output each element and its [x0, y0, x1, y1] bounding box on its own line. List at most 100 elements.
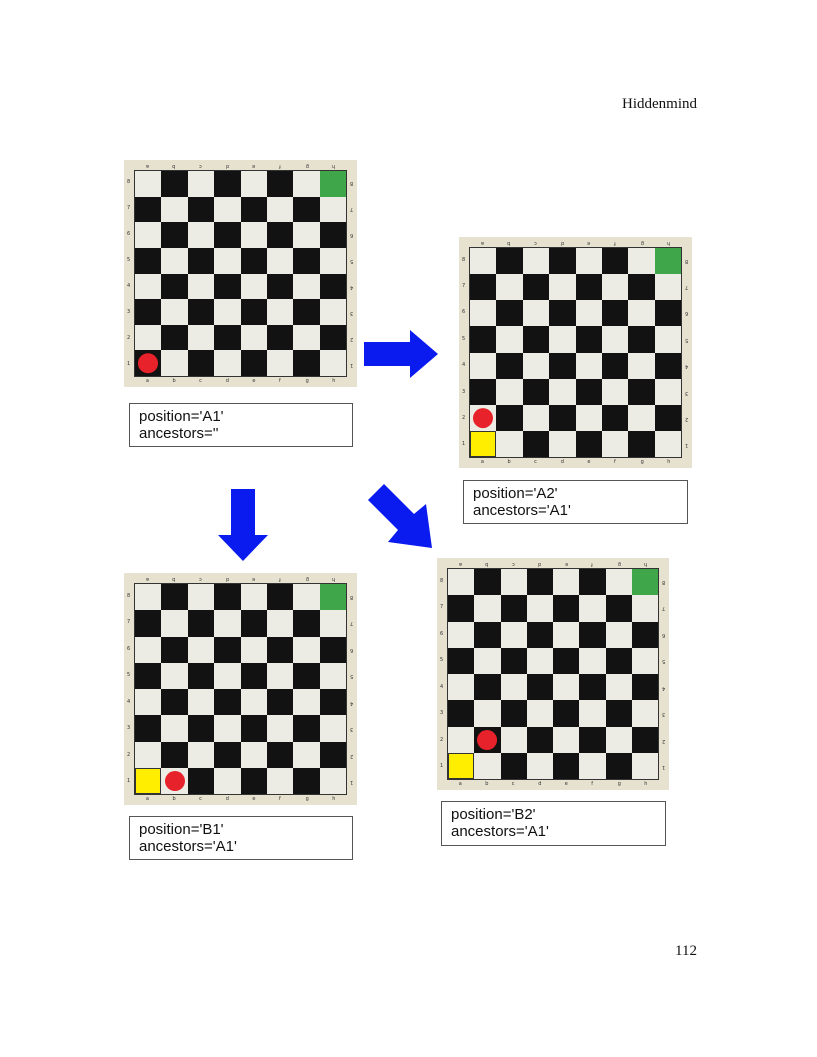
file-label: e [252, 796, 256, 802]
file-label-top: h [644, 561, 648, 567]
square-c6 [500, 621, 527, 648]
square-g7 [293, 196, 320, 223]
rank-label: 2 [462, 414, 466, 421]
square-g5 [293, 662, 320, 689]
square-b4 [161, 689, 188, 716]
square-c5 [187, 662, 215, 689]
square-e3 [240, 299, 267, 325]
square-b3 [161, 715, 188, 742]
rank-label: 4 [462, 362, 466, 369]
state-caption-b1: position='B1' ancestors='A1' [129, 816, 353, 860]
goal-square-h8 [319, 584, 346, 611]
square-c5 [500, 647, 527, 674]
square-b4 [474, 674, 501, 701]
rank-label: 4 [440, 683, 444, 690]
square-b6 [474, 621, 501, 648]
square-g8 [605, 569, 632, 596]
square-e2 [240, 741, 267, 768]
square-h1 [319, 767, 346, 794]
square-d4 [214, 689, 241, 716]
square-c8 [187, 584, 215, 611]
square-e2 [575, 404, 602, 431]
square-d4 [526, 674, 553, 701]
rank-label: 6 [462, 309, 466, 316]
square-g6 [293, 222, 320, 248]
rank-label-right: 4 [350, 699, 354, 706]
square-f4 [579, 674, 606, 701]
square-c7 [187, 196, 215, 223]
square-b2 [496, 404, 523, 431]
square-e1 [240, 767, 267, 794]
rank-label-right: 1 [350, 361, 354, 368]
square-g3 [293, 715, 320, 742]
file-label-top: f [278, 163, 281, 169]
square-b1 [161, 350, 188, 376]
square-a3 [135, 715, 162, 742]
file-label: h [332, 796, 336, 802]
square-g2 [293, 741, 320, 768]
square-e7 [575, 274, 602, 301]
file-label: a [145, 378, 149, 384]
file-label-top: c [199, 163, 202, 169]
square-h5 [654, 326, 681, 353]
square-h7 [654, 274, 681, 301]
rank-label-right: 2 [662, 737, 666, 744]
square-a1 [135, 350, 162, 376]
square-h7 [319, 610, 346, 637]
rank-label-right: 4 [685, 363, 689, 370]
rank-label: 8 [127, 179, 131, 186]
square-f7 [266, 196, 294, 223]
square-e5 [575, 326, 602, 353]
square-h5 [631, 647, 658, 674]
square-c7 [522, 274, 550, 301]
square-e4 [575, 352, 602, 379]
square-a5 [470, 326, 497, 353]
square-e6 [240, 222, 267, 248]
square-g4 [605, 674, 632, 701]
square-b8 [161, 171, 188, 197]
state-caption-b2: position='B2' ancestors='A1' [441, 801, 666, 846]
square-c4 [522, 352, 550, 379]
file-label: c [534, 459, 537, 465]
file-label: g [305, 796, 309, 802]
file-label-top: f [591, 561, 594, 567]
square-d1 [549, 430, 576, 457]
square-a6 [448, 621, 475, 648]
square-e3 [240, 715, 267, 742]
square-c5 [187, 247, 215, 274]
file-label-top: b [507, 240, 511, 246]
rank-label: 8 [462, 256, 466, 263]
goal-square-h8 [654, 248, 681, 275]
state-caption-a1: position='A1' ancestors='' [129, 403, 353, 447]
square-g5 [293, 247, 320, 274]
square-h4 [319, 273, 346, 300]
square-g1 [628, 430, 655, 457]
square-d7 [214, 610, 241, 637]
square-b3 [474, 700, 501, 727]
square-c8 [522, 248, 550, 275]
board-grid [447, 568, 659, 780]
square-a5 [448, 647, 475, 674]
rank-label-right: 6 [350, 232, 354, 239]
file-label-top: a [145, 576, 149, 582]
rank-label: 1 [127, 778, 131, 785]
square-c3 [500, 700, 527, 727]
rank-label: 6 [127, 645, 131, 652]
board-grid [134, 170, 347, 377]
rank-label: 5 [127, 257, 131, 264]
square-g2 [628, 404, 655, 431]
rank-label-right: 3 [662, 711, 666, 718]
file-label: d [225, 796, 229, 802]
square-c4 [187, 689, 215, 716]
square-g8 [628, 248, 655, 275]
rank-label-right: 7 [662, 605, 666, 612]
file-label-top: d [560, 240, 564, 246]
arrow-right-icon [364, 330, 438, 378]
square-f7 [266, 610, 294, 637]
square-f1 [266, 350, 294, 376]
square-g7 [605, 595, 632, 622]
square-d7 [526, 595, 553, 622]
square-f2 [266, 741, 294, 768]
